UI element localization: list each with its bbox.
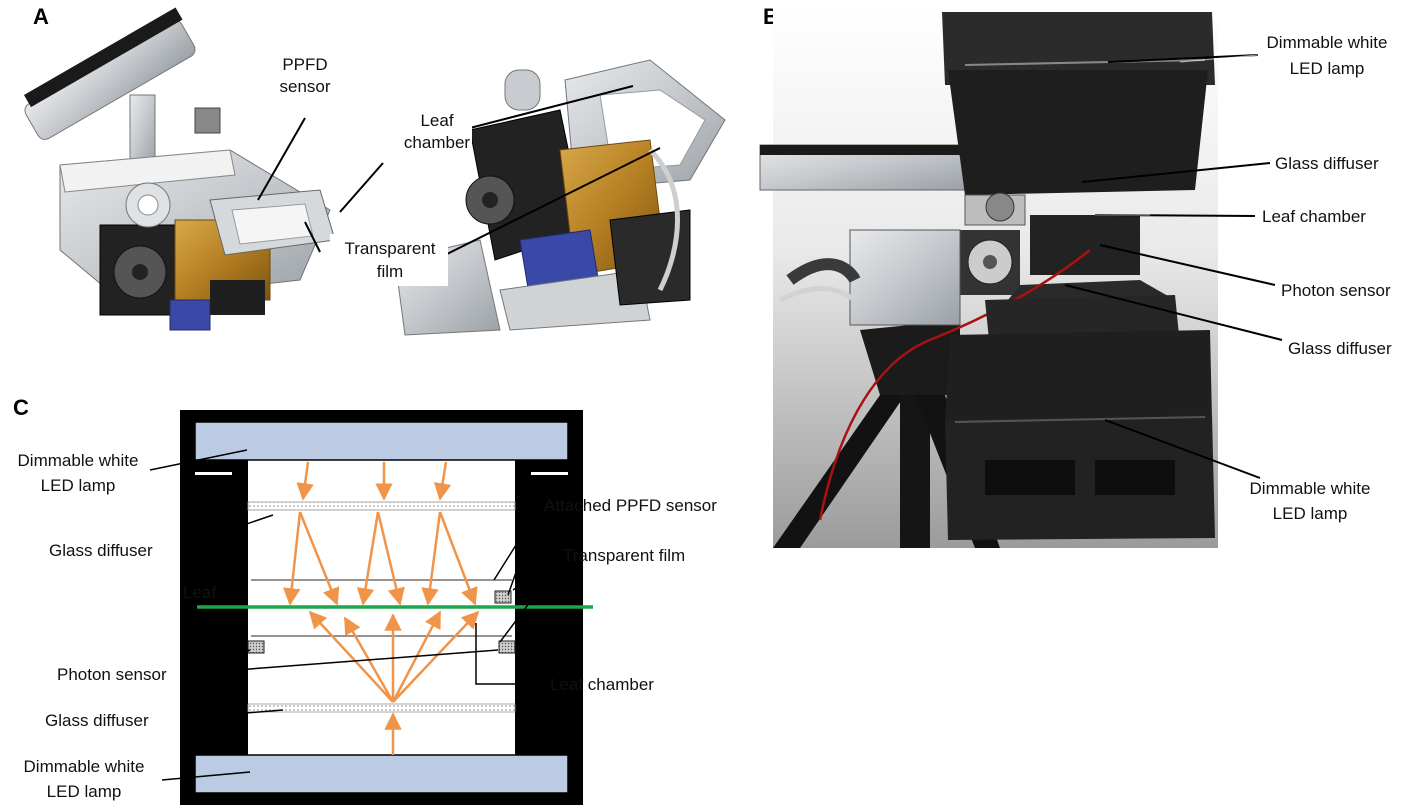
panel-b-lamp-top-line1: Dimmable white xyxy=(1267,33,1388,52)
panel-a-ppfd-sensor-line1: PPFD xyxy=(282,55,327,74)
panel-a-photo-right xyxy=(394,59,726,336)
panel-a-transparent-film-line2: film xyxy=(377,262,403,281)
panel-b-leaf-chamber: Leaf chamber xyxy=(1262,207,1366,226)
panel-b-photo xyxy=(759,8,1218,548)
panel-b-labels: Dimmable white LED lamp Glass diffuser L… xyxy=(1064,33,1392,523)
photon-sensor-right xyxy=(498,640,516,654)
top-glass-diffuser xyxy=(247,501,516,511)
panel-a-photo-left xyxy=(23,7,336,331)
panel-a-labels: PPFD sensor Leaf chamber Transparent fil… xyxy=(257,52,661,286)
panel-c-glass-diffuser-bottom: Glass diffuser xyxy=(45,711,149,730)
panel-c-lamp-top-line1: Dimmable white xyxy=(18,451,139,470)
panel-b-lamp-top-line2: LED lamp xyxy=(1290,59,1365,78)
photon-sensor-left xyxy=(247,640,265,654)
panel-b-photon-sensor: Photon sensor xyxy=(1281,281,1391,300)
panel-b-glass-diffuser-bottom: Glass diffuser xyxy=(1288,339,1392,358)
panel-a-ppfd-sensor-line2: sensor xyxy=(279,77,330,96)
panel-a-letter: A xyxy=(33,4,49,29)
bottom-glass-diffuser xyxy=(247,703,516,713)
panel-c-attached-ppfd-sensor: Attached PPFD sensor xyxy=(544,496,717,515)
panel-c-lamp-bottom-line1: Dimmable white xyxy=(24,757,145,776)
panel-c-photon-sensor: Photon sensor xyxy=(57,665,167,684)
light-arrows xyxy=(283,461,480,755)
bottom-led-lamp xyxy=(194,754,569,794)
panel-c-leaf: Leaf xyxy=(183,583,216,602)
panel-a-leaf-chamber-line2: chamber xyxy=(404,133,470,152)
panel-b: B xyxy=(759,4,1392,548)
panel-c-lamp-top-line2: LED lamp xyxy=(41,476,116,495)
panel-c-letter: C xyxy=(13,395,29,420)
panel-c-transparent-film: Transparent film xyxy=(563,546,685,565)
panel-b-lamp-bottom-line2: LED lamp xyxy=(1273,504,1348,523)
panel-c-lamp-bottom-line2: LED lamp xyxy=(47,782,122,801)
panel-c-labels: Dimmable white LED lamp Glass diffuser A… xyxy=(18,449,717,801)
panel-c: C xyxy=(13,395,717,805)
panel-c-leaf-chamber: Leaf chamber xyxy=(550,675,654,694)
top-led-lamp xyxy=(194,421,569,461)
panel-b-lamp-bottom-line1: Dimmable white xyxy=(1250,479,1371,498)
panel-a-transparent-film-line1: Transparent xyxy=(344,239,435,258)
attached-ppfd-sensor-block xyxy=(494,590,512,604)
panel-c-glass-diffuser-top: Glass diffuser xyxy=(49,541,153,560)
panel-a-leaf-chamber-line1: Leaf xyxy=(420,111,453,130)
panel-b-glass-diffuser-top: Glass diffuser xyxy=(1275,154,1379,173)
panel-a: A xyxy=(23,4,726,336)
